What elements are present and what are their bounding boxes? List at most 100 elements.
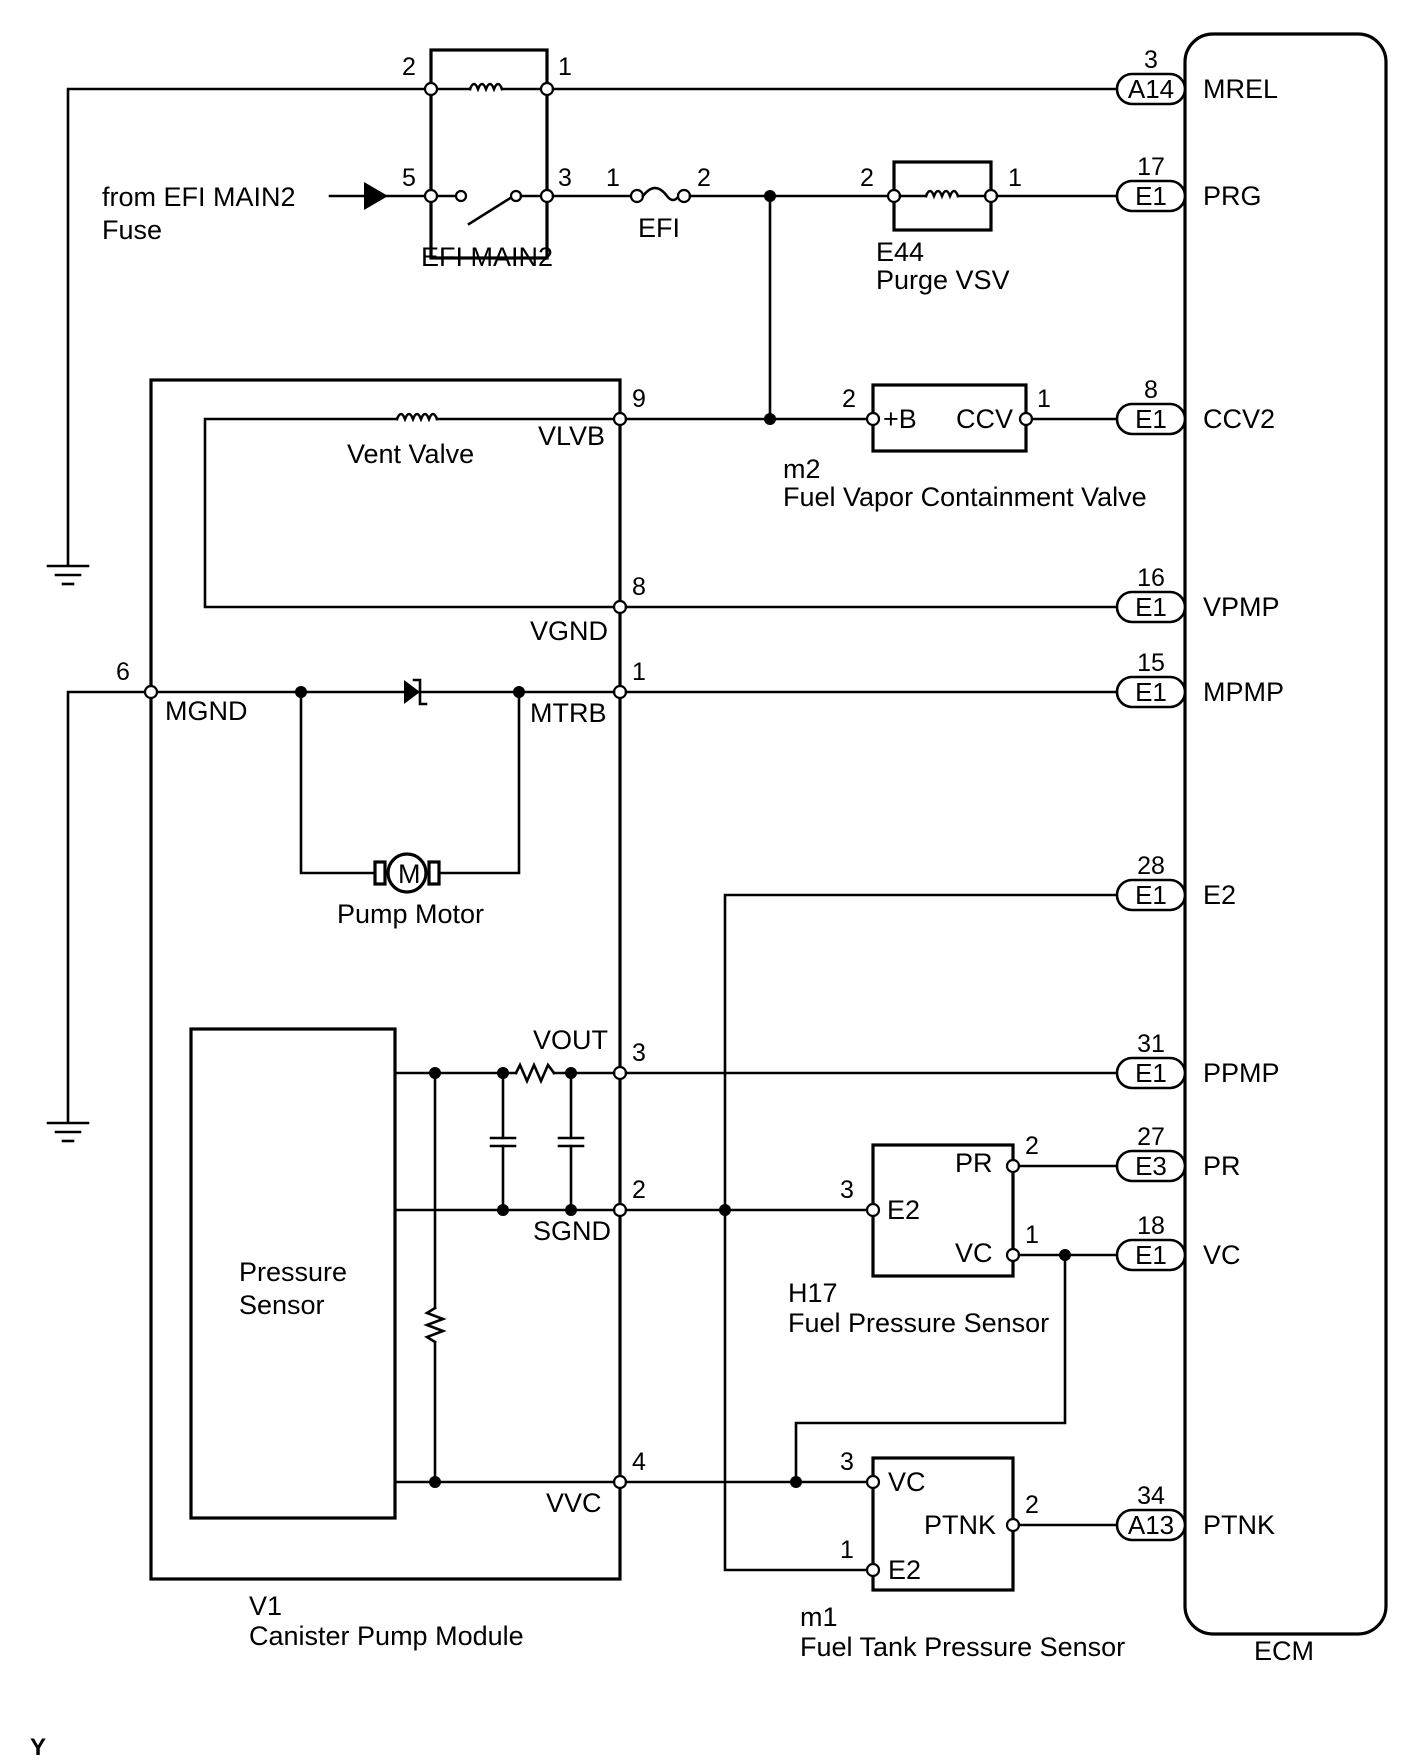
cpm-pin-3: 3 bbox=[632, 1039, 646, 1067]
ecm-connector-code: E1 bbox=[1135, 592, 1167, 622]
vvc-label: VVC bbox=[546, 1488, 602, 1518]
ecm-connector-pill bbox=[1115, 1238, 1187, 1272]
e2-bus bbox=[719, 893, 1117, 1572]
ecm-pin-number: 15 bbox=[1137, 649, 1165, 677]
ecm-pin-number: 27 bbox=[1137, 1123, 1165, 1151]
vgnd-label: VGND bbox=[530, 616, 608, 646]
svg-text:M: M bbox=[398, 859, 421, 889]
mgnd-label: MGND bbox=[165, 696, 248, 726]
purge-vsv-name: Purge VSV bbox=[876, 265, 1010, 295]
relay-pin-2: 2 bbox=[402, 53, 416, 81]
cpm-code: V1 bbox=[249, 1591, 282, 1621]
pump-motor-label: Pump Motor bbox=[337, 899, 484, 929]
pressure-sensor-network bbox=[393, 1061, 616, 1488]
ecm-signal-name: VC bbox=[1203, 1240, 1241, 1270]
power-source-label-fuse: Fuse bbox=[102, 215, 162, 245]
fps-e2: E2 bbox=[887, 1195, 920, 1225]
fuel-pressure-sensor bbox=[790, 1143, 1117, 1488]
canister-pump-module-box bbox=[149, 378, 622, 1581]
ftps-name: Fuel Tank Pressure Sensor bbox=[800, 1632, 1125, 1662]
fuel-tank-pressure-sensor bbox=[865, 1456, 1117, 1592]
ecm-connector-pill bbox=[1115, 1056, 1187, 1090]
vout-label: VOUT bbox=[533, 1025, 608, 1055]
purge-vsv bbox=[886, 160, 1117, 232]
ecm-label: ECM bbox=[1254, 1636, 1314, 1666]
pump-motor-circuit bbox=[143, 678, 616, 875]
ecm-pin-number: 17 bbox=[1137, 153, 1165, 181]
fps-code: H17 bbox=[788, 1278, 838, 1308]
ecm-signal-name: VPMP bbox=[1203, 592, 1280, 622]
fps-pin-3: 3 bbox=[840, 1176, 854, 1204]
sgnd-label: SGND bbox=[533, 1216, 611, 1246]
cpm-pin-4: 4 bbox=[632, 1448, 646, 1476]
pressure-sensor-box bbox=[189, 1027, 397, 1520]
pressure-sensor-label: Pressure bbox=[239, 1257, 347, 1287]
ecm-connector-pill bbox=[1115, 675, 1187, 709]
ecm-connector-code: E1 bbox=[1135, 181, 1167, 211]
power-arrow-icon bbox=[328, 182, 427, 210]
fps-pin-2: 2 bbox=[1025, 1132, 1039, 1160]
ecm-signal-name: PTNK bbox=[1203, 1510, 1275, 1540]
ecm-connector-code: E1 bbox=[1135, 1058, 1167, 1088]
ecm-connector-code: E1 bbox=[1135, 677, 1167, 707]
ecm-pin-number: 16 bbox=[1137, 564, 1165, 592]
cpm-pin-1: 1 bbox=[632, 658, 646, 686]
ecm-signal-name: MPMP bbox=[1203, 677, 1284, 707]
ecm-connector-pill bbox=[1115, 590, 1187, 624]
fuel-vapor-containment-valve bbox=[865, 383, 1117, 453]
ecm-pin-number: 18 bbox=[1137, 1212, 1165, 1240]
ftps-pin-1: 1 bbox=[840, 1536, 854, 1564]
pump-motor-icon: M bbox=[373, 852, 441, 894]
ecm-pin-number: 31 bbox=[1137, 1030, 1165, 1058]
cpm-pin-9: 9 bbox=[632, 385, 646, 413]
fps-name: Fuel Pressure Sensor bbox=[788, 1308, 1049, 1338]
ftps-pin-2: 2 bbox=[1025, 1491, 1039, 1519]
ccv-plus-b: +B bbox=[883, 404, 917, 434]
relay-pin-3: 3 bbox=[558, 164, 572, 192]
ecm-signal-name: CCV2 bbox=[1203, 404, 1275, 434]
fuse-efi bbox=[551, 186, 890, 204]
ftps-code: m1 bbox=[800, 1602, 838, 1632]
pressure-sensor-label-2: Sensor bbox=[239, 1290, 325, 1320]
fps-pin-1: 1 bbox=[1025, 1221, 1039, 1249]
ccv-name: Fuel Vapor Containment Valve bbox=[783, 482, 1147, 512]
ftps-e2: E2 bbox=[888, 1555, 921, 1585]
cpm-pin-2: 2 bbox=[632, 1176, 646, 1204]
ftps-vc: VC bbox=[888, 1467, 926, 1497]
ftps-ptnk: PTNK bbox=[924, 1510, 996, 1540]
ecm-signal-name: PPMP bbox=[1203, 1058, 1280, 1088]
ecm-signal-name: PRG bbox=[1203, 181, 1262, 211]
cpm-pin-8: 8 bbox=[632, 573, 646, 601]
ftps-pin-3: 3 bbox=[840, 1448, 854, 1476]
ecm-connector-code: E1 bbox=[1135, 1240, 1167, 1270]
purge-vsv-pin-1: 1 bbox=[1008, 164, 1022, 192]
ecm-connector-pill bbox=[1115, 878, 1187, 912]
ccv-pin-1: 1 bbox=[1037, 385, 1051, 413]
cpm-name: Canister Pump Module bbox=[249, 1621, 524, 1651]
fps-vc: VC bbox=[955, 1238, 993, 1268]
ecm-connector-pill bbox=[1115, 72, 1187, 106]
fuse-pin-2: 2 bbox=[697, 164, 711, 192]
ecm-signal-name: E2 bbox=[1203, 880, 1236, 910]
power-source-label: from EFI MAIN2 bbox=[102, 182, 296, 212]
ecm-signal-name: PR bbox=[1203, 1151, 1241, 1181]
ecm-connector-code: A14 bbox=[1128, 74, 1174, 104]
relay-efi-main2 bbox=[423, 48, 555, 260]
ecm-connector-pill bbox=[1115, 179, 1187, 213]
vlvb-label: VLVB bbox=[538, 421, 605, 451]
mtrb-label: MTRB bbox=[530, 698, 607, 728]
ccv-code: m2 bbox=[783, 454, 821, 484]
vent-valve-label: Vent Valve bbox=[347, 439, 474, 469]
ecm-pin-number: 3 bbox=[1144, 46, 1158, 74]
